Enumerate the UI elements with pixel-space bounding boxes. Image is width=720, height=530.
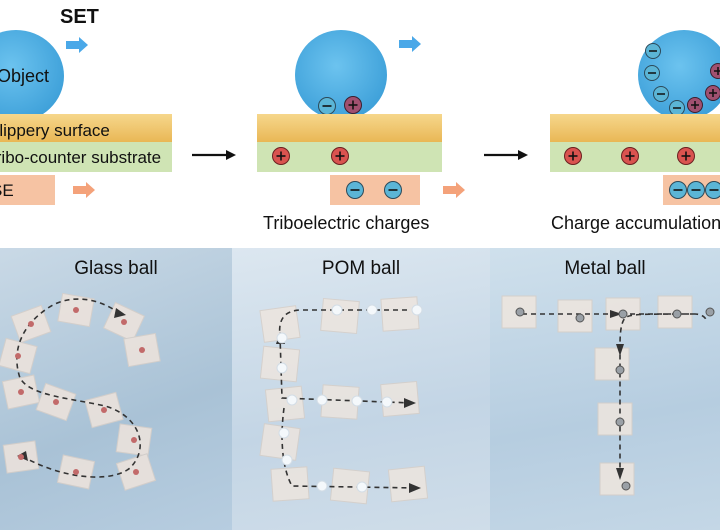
electrode-label-text: SE	[0, 181, 14, 200]
substrate-label-text: Tribo-counter substrate	[0, 148, 162, 167]
surface-layer	[550, 114, 720, 142]
surface-label: Slippery surface	[0, 121, 178, 141]
stage-1: Object Slippery surface Tribo-counter su…	[0, 0, 200, 245]
electrode-block	[330, 175, 420, 205]
panel-title: Glass ball	[74, 258, 158, 279]
substrate-label: Tribo-counter substrate	[0, 148, 161, 168]
stage-2: Triboelectric charges	[255, 0, 470, 245]
substrate-layer	[0, 142, 172, 172]
e-path-graphic	[259, 296, 429, 505]
panel-title: Metal ball	[564, 258, 646, 279]
object-ball	[295, 30, 387, 120]
stage-3: Charge accumulation	[548, 0, 720, 245]
surface-layer	[0, 114, 172, 142]
metal-ball-panel: Metal ball	[490, 248, 720, 530]
stage-3-caption: Charge accumulation	[551, 213, 720, 233]
electrode-label: SE	[0, 181, 14, 201]
object-label: Object	[0, 66, 50, 86]
stage-2-caption: Triboelectric charges	[263, 213, 430, 233]
surface-layer	[257, 114, 442, 142]
s-path-graphic	[0, 292, 161, 491]
panel-title: POM ball	[321, 258, 401, 279]
pom-ball-panel: POM ball	[232, 248, 490, 530]
set-title: SET	[60, 6, 99, 28]
surface-label-text: Slippery surface	[0, 121, 110, 140]
glass-ball-panel: Glass ball	[0, 248, 232, 530]
t-path-graphic	[501, 295, 715, 496]
electrode-block	[0, 175, 55, 205]
schematic-section: SET Object Slippery surface Tribo-counte…	[0, 0, 720, 245]
